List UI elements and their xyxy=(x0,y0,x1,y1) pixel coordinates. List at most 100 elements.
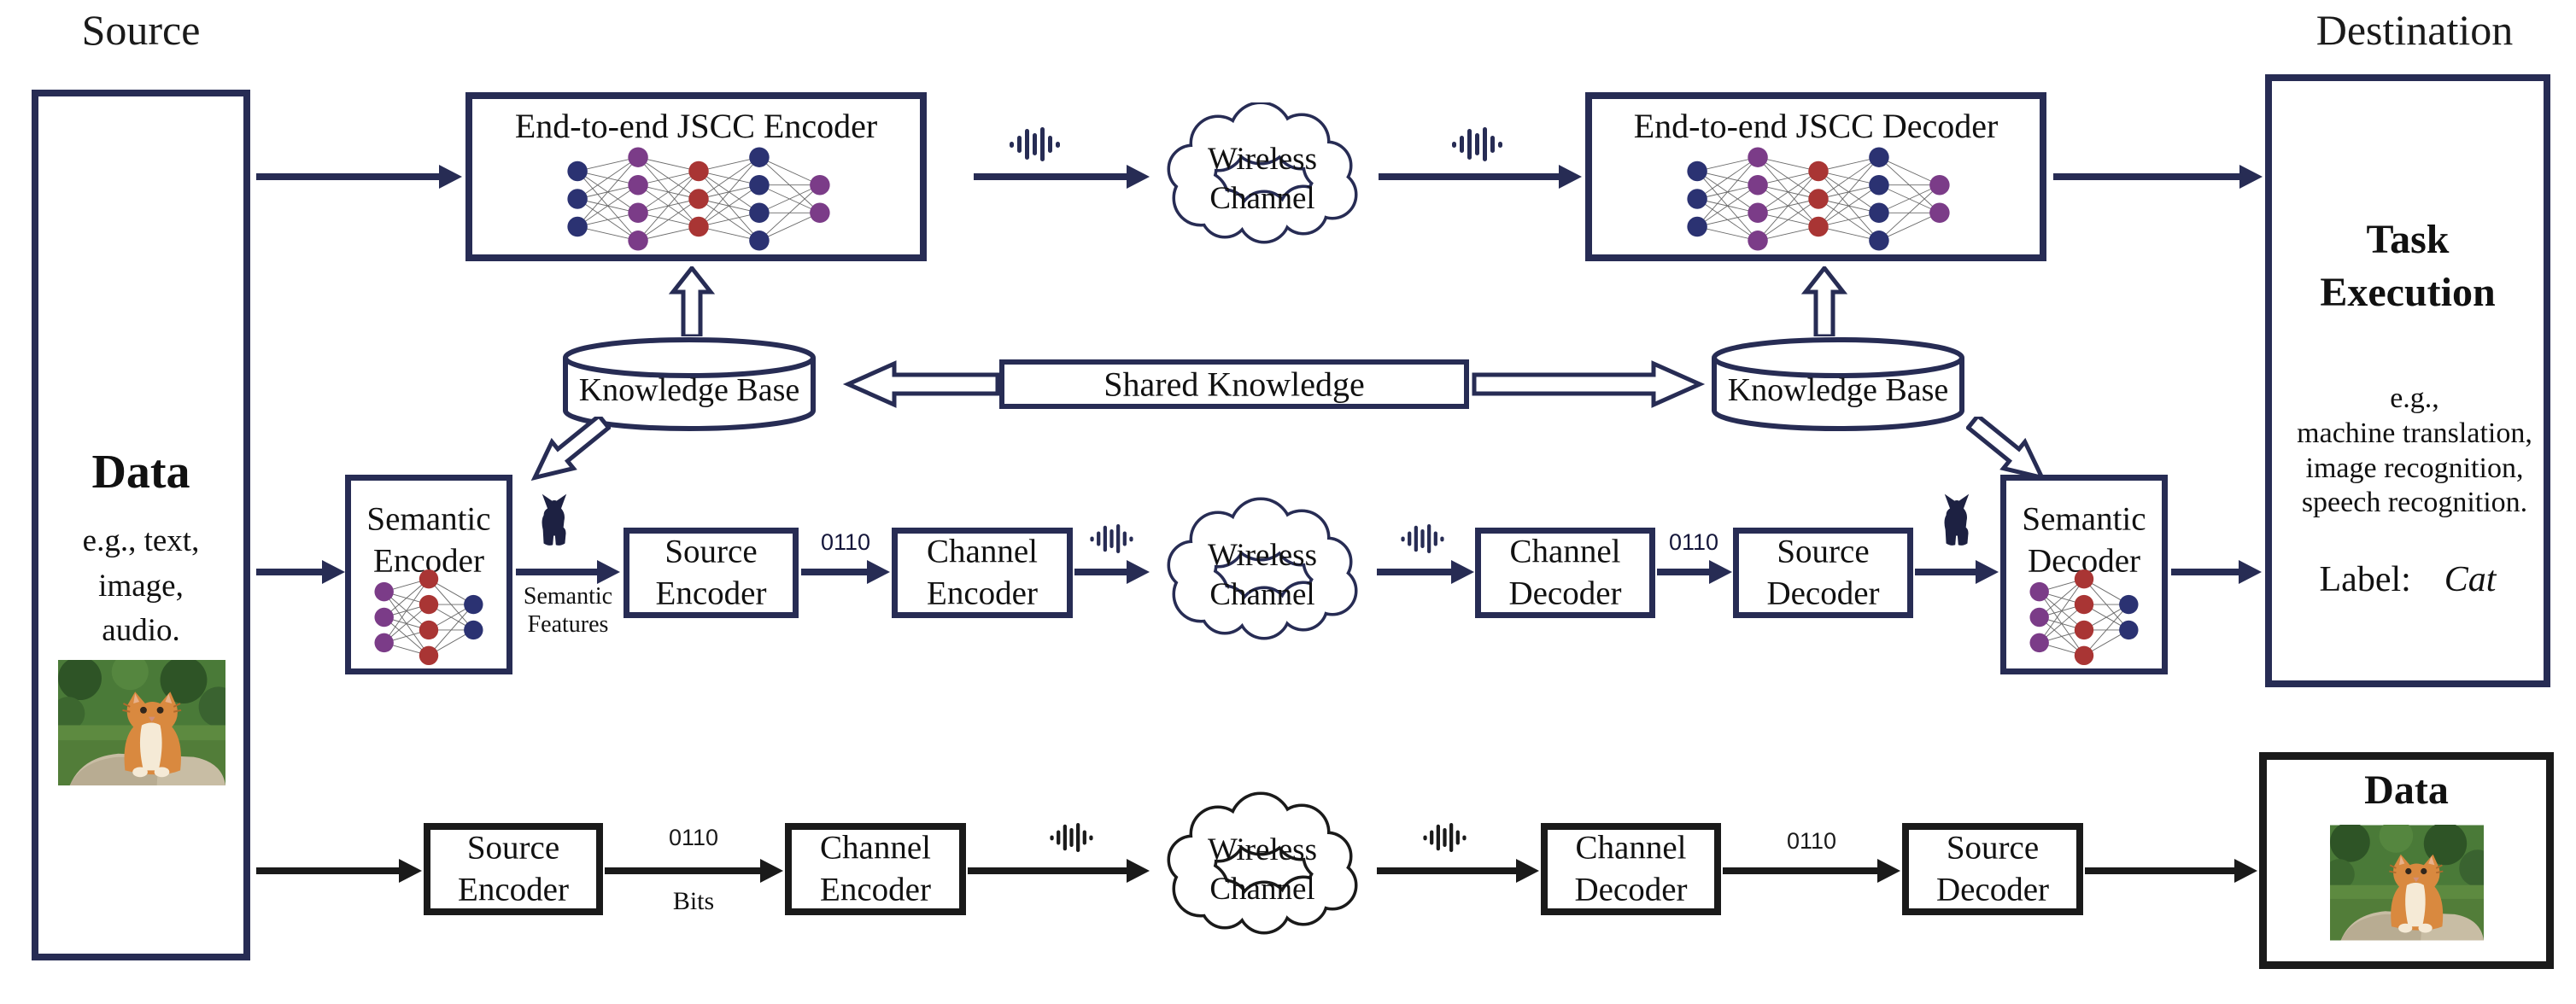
arrow-source-decoder-to-data xyxy=(2085,867,2235,874)
shared-knowledge-box: Shared Knowledge xyxy=(999,359,1469,409)
label-result: Label: Cat xyxy=(2272,559,2544,600)
cloud-label-line: Channel xyxy=(1209,872,1315,908)
source-title: Source xyxy=(81,6,201,54)
label-line: Channel xyxy=(927,533,1038,570)
wireless-channel-label: Wireless Channel xyxy=(1151,536,1373,616)
arrow-channel-encoder-to-cloud xyxy=(968,867,1127,874)
label-line: Source xyxy=(1777,533,1870,570)
channel-decoder-label: Channel Decoder xyxy=(1548,827,1714,911)
jscc-encoder-label: End-to-end JSCC Encoder xyxy=(514,107,878,145)
arrow-channel-to-jscc-decoder xyxy=(1379,173,1560,180)
cat-photo xyxy=(58,660,225,785)
arrow-semantic-decoder-to-destination xyxy=(2171,569,2239,575)
neural-network-graphic xyxy=(1660,147,1976,251)
label-line: Decoder xyxy=(1508,575,1622,611)
source-encoder-box-bottom: Source Encoder xyxy=(424,823,603,915)
arrow-channel-to-source-decoder xyxy=(1723,867,1878,874)
waveform-icon xyxy=(1090,522,1133,555)
jscc-decoder-box: End-to-end JSCC Decoder xyxy=(1585,92,2046,261)
example-line: machine translation, xyxy=(2297,417,2532,449)
cloud-label-line: Channel xyxy=(1209,577,1315,613)
cat-photo xyxy=(2330,825,2484,941)
example-line: image, xyxy=(98,568,184,604)
task-examples: e.g., machine translation, image recogni… xyxy=(2263,382,2566,521)
source-data-examples: e.g., text, image, audio. xyxy=(38,519,243,654)
cloud-label-line: Channel xyxy=(1209,181,1315,217)
source-data-panel: Data e.g., text, image, audio. xyxy=(32,90,250,960)
waveform-icon xyxy=(1401,522,1444,555)
neural-network-graphic xyxy=(368,568,489,667)
waveform-icon xyxy=(1010,125,1060,164)
destination-title: Destination xyxy=(2315,6,2514,54)
hollow-arrow-up-icon xyxy=(1800,266,1848,336)
example-line: audio. xyxy=(102,613,180,649)
label-line: Encoder xyxy=(820,871,931,908)
destination-data-panel: Data xyxy=(2259,752,2554,969)
label-line: Decoder xyxy=(1574,871,1688,908)
arrow-bits xyxy=(605,867,761,874)
channel-encoder-box-mid: Channel Encoder xyxy=(892,528,1073,618)
waveform-icon xyxy=(1452,125,1502,164)
label-line: Semantic xyxy=(366,500,491,538)
destination-data-heading: Data xyxy=(2364,768,2449,813)
shared-knowledge-label: Shared Knowledge xyxy=(1104,365,1365,404)
arrow-semantic-features xyxy=(516,569,598,575)
arrow-source-to-jscc-encoder xyxy=(256,173,440,180)
label-prefix: Label: xyxy=(2319,560,2411,599)
source-encoder-label: Source Encoder xyxy=(430,827,596,911)
source-decoder-label: Source Decoder xyxy=(1739,531,1907,615)
source-decoder-label: Source Decoder xyxy=(1909,827,2076,911)
source-decoder-box-mid: Source Decoder xyxy=(1733,528,1913,618)
cat-silhouette-icon xyxy=(1944,493,1970,546)
arrow-source-decoder-to-semantic-decoder xyxy=(1915,569,1976,575)
label-line: Source xyxy=(1946,829,2040,867)
knowledge-base-left: Knowledge Base xyxy=(559,336,819,436)
knowledge-base-label: Knowledge Base xyxy=(1727,372,1949,408)
label-line: Source xyxy=(466,829,560,867)
label-line: Semantic xyxy=(2022,500,2146,538)
heading-line: Execution xyxy=(2320,270,2496,316)
label-line: Decoder xyxy=(1766,575,1880,611)
label-line: Decoder xyxy=(1935,871,2050,908)
channel-decoder-box-bottom: Channel Decoder xyxy=(1541,823,1721,915)
cloud-label-line: Wireless xyxy=(1208,538,1317,573)
wireless-channel-cloud-top: Wireless Channel xyxy=(1151,102,1373,248)
wireless-channel-cloud-mid: Wireless Channel xyxy=(1151,495,1373,647)
label-line: Encoder xyxy=(655,575,767,611)
source-encoder-box-mid: Source Encoder xyxy=(624,528,799,618)
hollow-arrow-up-icon xyxy=(668,266,716,336)
waveform-icon xyxy=(1423,820,1467,854)
cloud-label-line: Wireless xyxy=(1208,142,1317,177)
hollow-arrow-diagonal-icon xyxy=(530,417,611,482)
wireless-channel-label: Wireless Channel xyxy=(1151,140,1373,219)
semantic-features-label: Semantic Features xyxy=(504,582,632,639)
neural-network-graphic xyxy=(2023,568,2145,667)
knowledge-base-right: Knowledge Base xyxy=(1708,336,1968,436)
semantic-decoder-label: Semantic Decoder xyxy=(2006,499,2162,583)
channel-decoder-box-mid: Channel Decoder xyxy=(1475,528,1655,618)
arrow-channel-to-source-decoder xyxy=(1657,569,1710,575)
label-line: Source xyxy=(664,533,758,570)
heading-line: Task xyxy=(2366,217,2450,262)
label-line: Semantic xyxy=(523,583,613,610)
source-encoder-label: Source Encoder xyxy=(629,531,793,615)
semantic-encoder-label: Semantic Encoder xyxy=(351,499,506,583)
cat-silhouette-icon xyxy=(542,493,567,546)
hollow-arrow-right-icon xyxy=(1472,360,1706,408)
arrow-channel-encoder-to-cloud xyxy=(1074,569,1127,575)
arrow-jscc-encoder-to-channel xyxy=(974,173,1127,180)
arrow-source-to-semantic-encoder xyxy=(256,569,323,575)
channel-encoder-box-bottom: Channel Encoder xyxy=(785,823,966,915)
label-line: Features xyxy=(527,611,609,639)
wireless-channel-label: Wireless Channel xyxy=(1151,831,1373,910)
label-value: Cat xyxy=(2444,560,2497,599)
cloud-label-line: Wireless xyxy=(1208,832,1317,867)
semantic-encoder-box: Semantic Encoder xyxy=(345,475,512,674)
example-line: speech recognition. xyxy=(2301,487,2528,519)
label-line: Channel xyxy=(820,829,931,867)
channel-decoder-label: Channel Decoder xyxy=(1481,531,1649,615)
wireless-channel-cloud-bottom: Wireless Channel xyxy=(1151,790,1373,942)
example-line: e.g., text, xyxy=(82,523,200,558)
bits-0110-label: 0110 xyxy=(1786,828,1837,854)
